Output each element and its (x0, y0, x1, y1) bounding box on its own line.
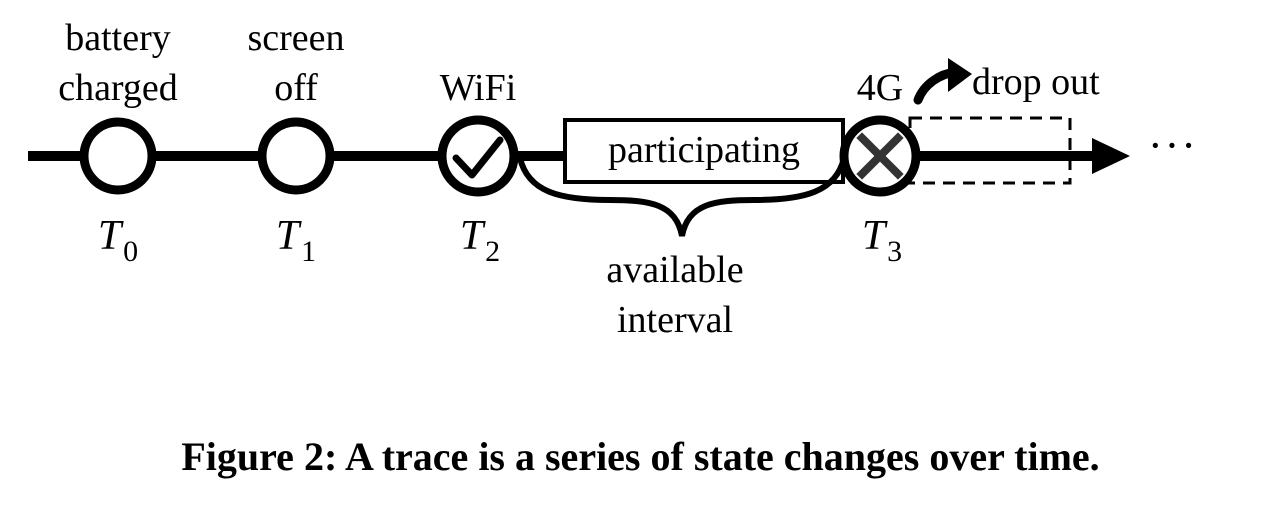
time-label-t0: T0 (97, 213, 139, 268)
event-label-t0-line2: charged (58, 67, 178, 109)
event-circle-t2 (437, 115, 519, 197)
available-interval-label-line2: interval (616, 299, 734, 341)
drop-out-label: drop out (972, 61, 1100, 103)
event-label-t3: 4G (856, 67, 904, 109)
event-label-t2: WiFi (439, 67, 517, 109)
event-circle-t1 (257, 117, 335, 195)
time-label-t1: T1 (275, 213, 317, 268)
event-label-t0-line1: battery (65, 17, 171, 59)
drop-out-arrow-icon (948, 58, 972, 92)
ellipsis: ··· (1148, 121, 1198, 170)
event-circle-t0 (79, 117, 157, 195)
time-label-t3: T3 (861, 213, 903, 268)
available-interval-label-line1: available (606, 249, 744, 291)
participating-label: participating (607, 129, 801, 171)
event-label-t1-line1: screen (247, 17, 345, 59)
time-label-t2: T2 (459, 213, 501, 268)
event-label-t1-line2: off (274, 67, 318, 109)
x-mark-icon (856, 132, 904, 180)
timeline-arrowhead (1092, 138, 1130, 174)
drop-out-dashed-box (908, 116, 1072, 185)
figure-caption: Figure 2: A trace is a series of state c… (181, 434, 1100, 479)
checkmark-icon (452, 136, 504, 179)
available-interval-brace (517, 157, 847, 237)
